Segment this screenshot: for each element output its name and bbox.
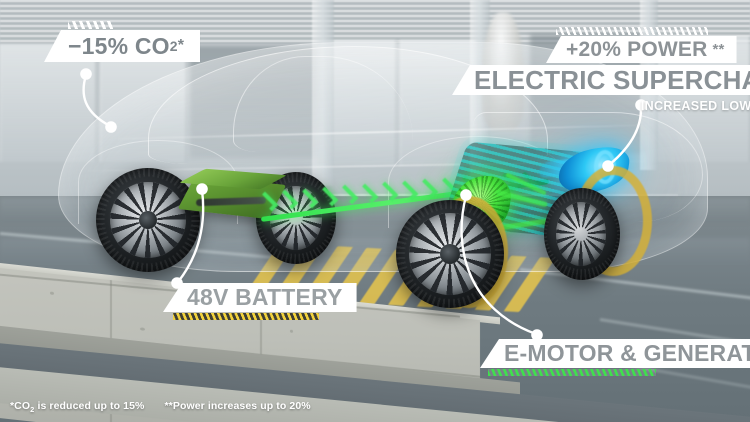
footnotes: *CO2 is reduced up to 15% **Power increa…	[10, 400, 311, 414]
footnote-power: **Power increases up to 20%	[164, 399, 311, 412]
hatch-accent-yellow-icon	[173, 313, 319, 320]
label-supercharger-caption: INCREASED LOW-END TORQUE	[640, 99, 750, 113]
label-co2-subscript: 2	[169, 38, 178, 54]
label-battery-text: 48V BATTERY	[187, 284, 343, 310]
label-power-text: +20% POWER	[566, 37, 708, 61]
wheel-hub	[440, 244, 460, 264]
footnote-co2-sub: 2	[30, 405, 35, 414]
label-battery[interactable]: 48V BATTERY	[163, 283, 357, 320]
footnote-co2-rest: is reduced up to 15%	[34, 399, 145, 412]
hatch-accent-icon	[556, 27, 708, 35]
facade-panel	[0, 44, 96, 162]
label-power-superscript: **	[712, 41, 725, 58]
label-supercharger-box: ELECTRIC SUPERCHARGER	[452, 65, 750, 95]
label-emotor-box: E-MOTOR & GENERATOR	[480, 339, 750, 368]
footnote-co2: *CO2 is reduced up to 15%	[10, 400, 144, 414]
label-power-box: +20% POWER **	[546, 36, 737, 63]
hatch-accent-icon	[68, 21, 114, 29]
facade-window	[190, 46, 318, 158]
label-emotor[interactable]: E-MOTOR & GENERATOR	[480, 339, 750, 376]
hatch-accent-green-icon	[488, 369, 656, 376]
label-co2-text: −15% CO	[68, 32, 170, 59]
facade-panel	[100, 44, 186, 162]
label-emotor-text: E-MOTOR & GENERATOR	[504, 340, 750, 366]
footnote-co2-prefix: *CO	[10, 399, 31, 412]
label-battery-box: 48V BATTERY	[163, 283, 357, 312]
wheel-hub	[139, 211, 157, 229]
rim-spokes	[556, 202, 606, 266]
label-co2-superscript: *	[177, 37, 185, 54]
rim-front-right	[556, 202, 606, 266]
facade-panel	[322, 40, 396, 166]
label-supercharger-title: ELECTRIC SUPERCHARGER	[474, 64, 750, 95]
label-supercharger[interactable]: ELECTRIC SUPERCHARGER INCREASED LOW-END …	[452, 65, 750, 113]
label-power[interactable]: +20% POWER **	[546, 27, 737, 63]
facade-pillar	[312, 0, 334, 186]
